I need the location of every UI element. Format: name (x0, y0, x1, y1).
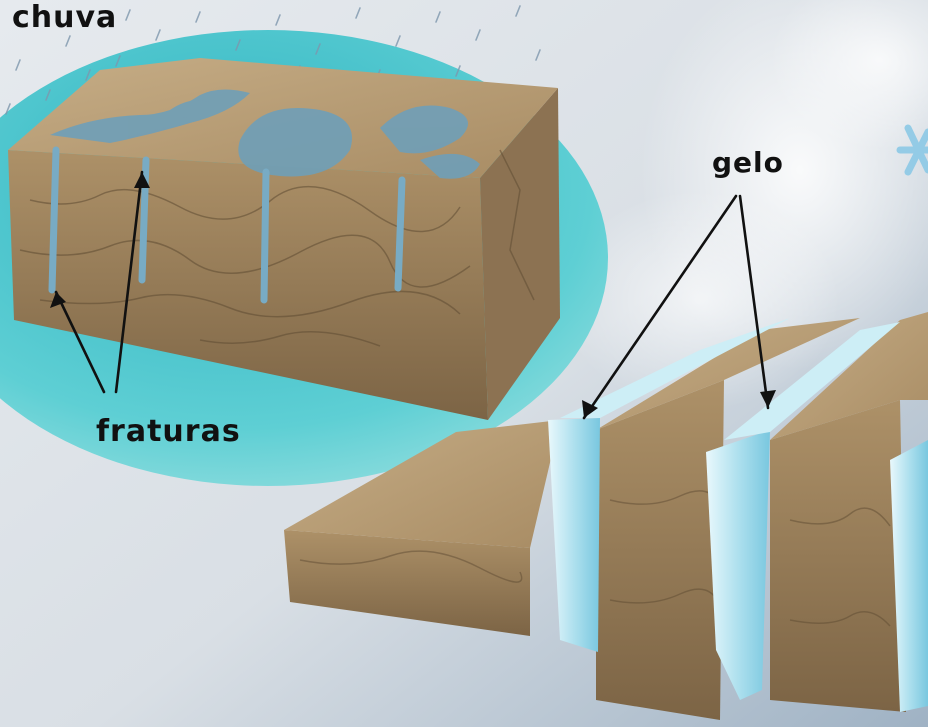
rock-front-face (8, 150, 488, 420)
label-gelo: gelo (712, 146, 784, 179)
rock-piece-right-top (770, 312, 928, 440)
fraturas-arrow-right (114, 170, 144, 394)
arrowheads (50, 172, 776, 418)
gelo-arrow-right (738, 194, 770, 410)
rock-block-with-fractures (8, 58, 560, 420)
gelo-arrow-left (582, 194, 738, 420)
ice-wedge-1 (548, 418, 600, 652)
rock-piece-right (770, 400, 906, 712)
rock-side-face (480, 88, 560, 420)
snowflake-icon (896, 124, 928, 176)
arrows (54, 170, 770, 420)
label-fraturas: fraturas (96, 414, 241, 449)
ice-wedge-3 (890, 440, 928, 712)
rock-piece-middle-top (596, 318, 860, 430)
water-puddles (50, 89, 480, 179)
ice-wedge-1-top (560, 318, 790, 418)
rock-piece-middle (596, 380, 724, 720)
ice-wedge-2 (706, 430, 770, 700)
fraturas-arrow-left (54, 290, 106, 394)
rock-piece-left-top (284, 420, 560, 548)
label-chuva: chuva (12, 0, 118, 35)
rock-block-with-ice (284, 312, 928, 720)
ice-wedge-2-top (724, 322, 900, 440)
rock-piece-left-front (284, 530, 530, 636)
